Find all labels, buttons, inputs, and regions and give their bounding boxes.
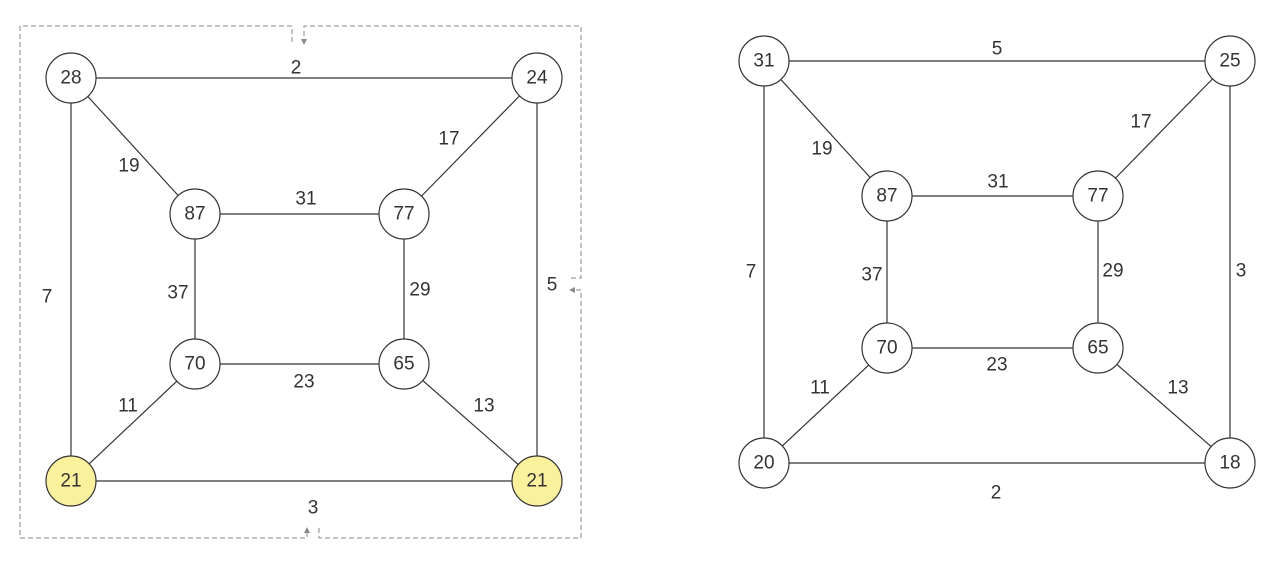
- frame-arrow-left-icon: [569, 287, 575, 293]
- node-value: 25: [1219, 51, 1240, 72]
- frame-path-bottom-to-right: [318, 289, 582, 539]
- graph-left-edge-weight: 17: [438, 129, 459, 150]
- graph-left-node-highlighted: 21: [45, 455, 97, 507]
- graph-right-nodes: 31 25 87 77 70 65 20 18: [738, 35, 1256, 489]
- node-value: 70: [184, 354, 205, 375]
- swap-arrow-frame: [19, 25, 582, 539]
- graph-right-edge-e-g: [781, 364, 870, 447]
- graph-right-node: 77: [1072, 170, 1124, 222]
- graph-right-node: 65: [1072, 322, 1124, 374]
- graph-right-edge-weight: 5: [992, 39, 1003, 60]
- node-value: 20: [753, 453, 774, 474]
- node-circle: [738, 437, 790, 489]
- node-circle: [45, 52, 97, 104]
- graph-right-edge-a-c: [780, 79, 871, 178]
- graph-left-edge-weight: 29: [409, 280, 430, 301]
- node-circle: [1204, 437, 1256, 489]
- graph-left-edge-weight: 13: [473, 396, 494, 417]
- frame-arrow-up-icon: [304, 527, 310, 533]
- graph-left-edge-f-h: [422, 380, 519, 465]
- graph-right-edge-weight: 11: [810, 378, 830, 399]
- node-circle: [378, 188, 430, 240]
- graph-left: 2 19 7 17 5 31 37 29 23 11 13 3 28 24 87 77 70 65 21 21: [42, 52, 563, 519]
- graph-right-node: 31: [738, 35, 790, 87]
- graph-left-edge-weight: 19: [118, 156, 139, 177]
- graph-right-edges: 5 19 7 17 3 31 37 29 23 11 13 2: [746, 39, 1247, 504]
- node-circle: [738, 35, 790, 87]
- node-value: 77: [1087, 186, 1108, 207]
- node-value: 65: [393, 354, 414, 375]
- graph-left-node: 65: [378, 338, 430, 390]
- node-value: 77: [393, 204, 414, 225]
- graph-right-edge-weight: 29: [1102, 261, 1123, 282]
- graph-right-edge-weight: 23: [986, 355, 1007, 376]
- graph-left-node-highlighted: 21: [511, 455, 563, 507]
- graph-left-edge-weight: 3: [308, 498, 319, 519]
- graph-right-edge-f-h: [1116, 363, 1212, 448]
- graph-right-node: 20: [738, 437, 790, 489]
- graph-right-node: 70: [861, 322, 913, 374]
- node-circle: [1072, 170, 1124, 222]
- node-circle: [511, 52, 563, 104]
- node-value: 65: [1087, 338, 1108, 359]
- graph-right-edge-weight: 7: [746, 262, 757, 283]
- node-value: 31: [753, 51, 774, 72]
- graph-left-node: 87: [169, 188, 221, 240]
- graph-right: 5 19 7 17 3 31 37 29 23 11 13 2 31 25 87 77 70 65 20 18: [738, 35, 1256, 504]
- graph-left-edge-weight: 5: [547, 275, 558, 296]
- graph-left-edge-weight: 37: [167, 283, 188, 304]
- node-circle: [511, 455, 563, 507]
- graph-left-edge-weight: 11: [118, 396, 138, 417]
- graph-left-node: 70: [169, 338, 221, 390]
- graph-left-edge-weight: 2: [291, 58, 302, 79]
- node-value: 28: [60, 68, 81, 89]
- graph-left-edge-weight: 7: [42, 287, 53, 308]
- graph-left-edges: 2 19 7 17 5 31 37 29 23 11 13 3: [42, 58, 558, 519]
- graph-right-edge-weight: 3: [1236, 261, 1247, 282]
- node-value: 87: [184, 204, 205, 225]
- graph-right-edge-weight: 19: [811, 139, 832, 160]
- graph-right-node: 18: [1204, 437, 1256, 489]
- graph-right-edge-weight: 31: [987, 172, 1008, 193]
- graph-left-edge-a-c: [87, 96, 179, 196]
- node-circle: [861, 170, 913, 222]
- graph-right-edge-weight: 17: [1130, 112, 1151, 133]
- graph-left-edge-weight: 23: [293, 372, 314, 393]
- node-circle: [1072, 322, 1124, 374]
- graph-left-node: 24: [511, 52, 563, 104]
- graph-right-edge-weight: 13: [1167, 378, 1188, 399]
- node-circle: [378, 338, 430, 390]
- graph-right-edge-weight: 37: [861, 265, 882, 286]
- graph-left-edge-weight: 31: [295, 189, 316, 210]
- node-value: 24: [526, 68, 548, 89]
- graph-right-edge-b-d: [1115, 78, 1213, 179]
- node-circle: [1204, 35, 1256, 87]
- node-value: 21: [60, 471, 81, 492]
- graph-left-node: 28: [45, 52, 97, 104]
- graph-left-edge-b-d: [421, 95, 520, 197]
- node-value: 18: [1219, 453, 1240, 474]
- node-circle: [861, 322, 913, 374]
- frame-path-top-to-bottom: [19, 25, 308, 539]
- graph-right-node: 87: [861, 170, 913, 222]
- graph-left-nodes: 28 24 87 77 70 65 21 21: [45, 52, 563, 507]
- frame-arrow-down-icon: [301, 39, 307, 45]
- node-circle: [45, 455, 97, 507]
- graph-left-edge-e-g: [88, 380, 178, 465]
- graph-right-node: 25: [1204, 35, 1256, 87]
- node-value: 87: [876, 186, 897, 207]
- node-circle: [169, 188, 221, 240]
- graph-left-node: 77: [378, 188, 430, 240]
- node-value: 70: [876, 338, 897, 359]
- node-circle: [169, 338, 221, 390]
- node-value: 21: [526, 471, 547, 492]
- graph-right-edge-weight: 2: [991, 483, 1002, 504]
